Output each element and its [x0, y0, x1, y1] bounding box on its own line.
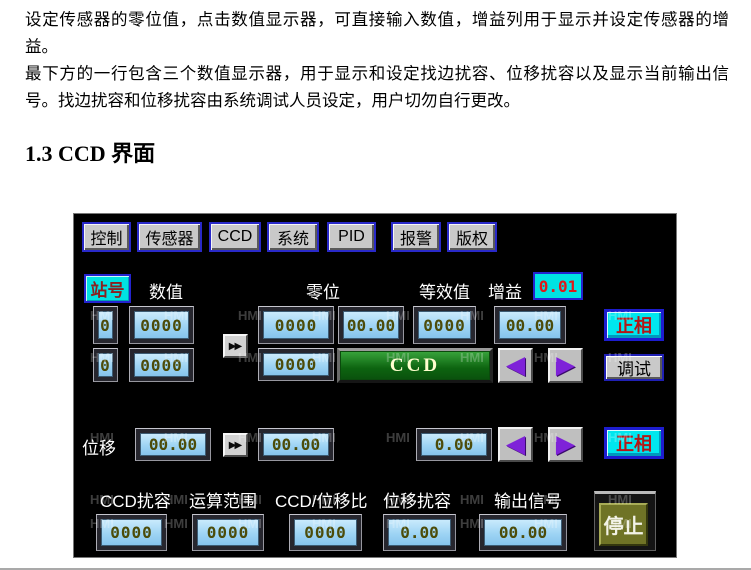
hmi-screenshot-panel: 控制 传感器 CCD 系统 PID 报警 版权 站号 数值 零位 等效值 增益 …	[73, 213, 677, 558]
displacement-tolerance-display[interactable]: 0.00	[383, 514, 456, 551]
calc-range-label: 运算范围	[189, 492, 257, 511]
phase-button-row1[interactable]: 正相	[604, 309, 664, 341]
ccd-mode-button-label: CCD	[340, 351, 490, 380]
tab-pid-label: PID	[338, 228, 365, 245]
displacement-label: 位移	[82, 439, 116, 458]
displacement-zero-display[interactable]: 00.00	[258, 428, 334, 461]
gain-value-display[interactable]: 0.01	[533, 272, 583, 300]
tab-control[interactable]: 控制	[82, 222, 131, 252]
tab-control-label: 控制	[90, 231, 123, 248]
ccd-tolerance-label: CCD扰容	[100, 492, 171, 511]
paragraph-bottom-row: 最下方的一行包含三个数值显示器，用于显示和设定找边扰容、位移扰容以及显示当前输出…	[25, 64, 729, 110]
tab-alarm[interactable]: 报警	[391, 222, 441, 252]
displacement-value-display[interactable]: 00.00	[135, 428, 211, 461]
value-display-row2[interactable]: 0000	[129, 348, 194, 382]
prev-arrow-button-row2[interactable]: ◀	[498, 348, 533, 383]
tab-copyright[interactable]: 版权	[447, 222, 497, 252]
station-number-label: 站号	[90, 281, 125, 300]
calc-range-display[interactable]: 0000	[192, 514, 264, 551]
ccd-tolerance-display[interactable]: 0000	[96, 514, 167, 551]
watermark-text: HMI	[460, 492, 484, 507]
tab-system-label: 系统	[276, 231, 309, 248]
zero-display-row2[interactable]: 0000	[258, 348, 334, 381]
tab-alarm-label: 报警	[399, 231, 432, 248]
tab-ccd[interactable]: CCD	[209, 222, 261, 252]
prev-arrow-icon: ◀	[505, 351, 526, 379]
displacement-equivalent-display[interactable]: 0.00	[416, 428, 492, 461]
zero-display-row1[interactable]: 0000	[258, 306, 334, 344]
equivalent-display-row1[interactable]: 0000	[413, 306, 476, 344]
value-column-label: 数值	[149, 283, 183, 302]
tab-sensor-label: 传感器	[145, 231, 194, 248]
paragraph-zero-setting: 设定传感器的零位值，点击数值显示器，可直接输入数值，增益列用于显示并设定传感器的…	[25, 10, 729, 56]
output-signal-label: 输出信号	[494, 492, 562, 511]
section-heading: 1.3 CCD 界面	[25, 141, 156, 166]
value-display-row1[interactable]: 0000	[129, 306, 194, 344]
equivalent-offset-display-row1[interactable]: 00.00	[494, 306, 566, 344]
tab-pid[interactable]: PID	[327, 222, 376, 252]
prev-arrow-button-displacement[interactable]: ◀	[498, 427, 533, 462]
ccd-displacement-ratio-display[interactable]: 0000	[289, 514, 362, 551]
phase-button-displacement[interactable]: 正相	[604, 427, 664, 459]
ccd-mode-button[interactable]: CCD	[337, 348, 493, 383]
zero-column-label: 零位	[306, 283, 340, 302]
next-arrow-button-displacement[interactable]: ▶	[548, 427, 583, 462]
fast-forward-button-displacement[interactable]: ▶▶	[223, 433, 248, 457]
next-arrow-button-row2[interactable]: ▶	[548, 348, 583, 383]
station-display-row1[interactable]: 0	[93, 306, 118, 344]
displacement-tolerance-label: 位移扰容	[383, 492, 451, 511]
stop-button[interactable]: 停止	[594, 491, 656, 551]
equivalent-column-label: 等效值	[419, 283, 470, 302]
gain-column-label: 增益	[488, 283, 522, 302]
debug-button-label: 调试	[617, 360, 651, 379]
gain-value: 0.01	[538, 276, 578, 296]
watermark-text: HMI	[386, 430, 410, 445]
fast-forward-icon: ▶▶	[228, 439, 242, 451]
watermark-text: HMI	[164, 516, 188, 531]
output-signal-display[interactable]: 00.00	[479, 514, 567, 551]
station-number-button[interactable]: 站号	[84, 274, 131, 303]
next-arrow-icon: ▶	[555, 430, 576, 458]
ccd-displacement-ratio-label: CCD/位移比	[275, 492, 368, 511]
next-arrow-icon: ▶	[555, 351, 576, 379]
debug-button[interactable]: 调试	[604, 354, 664, 381]
tab-sensor[interactable]: 传感器	[137, 222, 202, 252]
tab-system[interactable]: 系统	[267, 222, 319, 252]
tab-copyright-label: 版权	[455, 231, 488, 248]
prev-arrow-icon: ◀	[505, 430, 526, 458]
fast-forward-button-top[interactable]: ▶▶	[223, 334, 248, 358]
phase-button-displacement-label: 正相	[616, 434, 652, 454]
fast-forward-icon: ▶▶	[228, 340, 242, 352]
phase-button-row1-label: 正相	[616, 316, 652, 336]
zero-offset-display-row1[interactable]: 00.00	[338, 306, 404, 344]
tab-ccd-label: CCD	[217, 228, 253, 245]
stop-button-label: 停止	[599, 503, 648, 546]
station-display-row2[interactable]: 0	[93, 348, 118, 382]
